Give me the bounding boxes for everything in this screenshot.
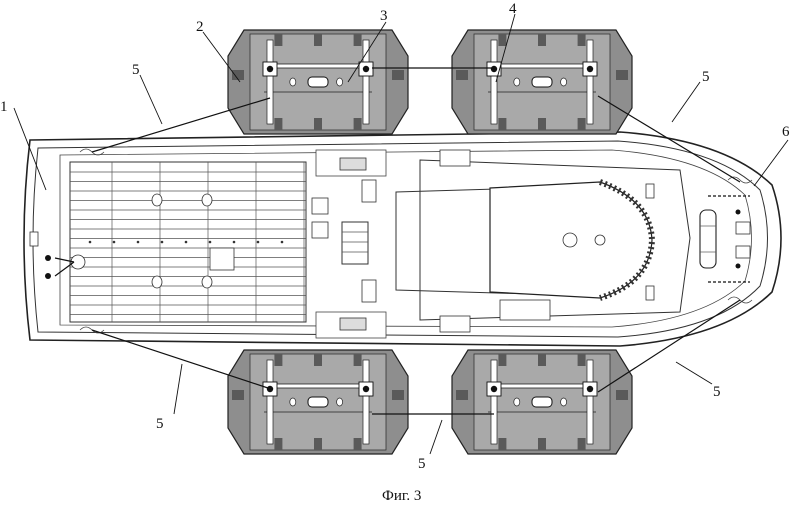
superstructure: [395, 149, 691, 333]
midship-winches: [311, 149, 387, 339]
bow-windlass: [645, 176, 753, 304]
part-labels: 1 2 3 4 5 5 5 5 5 6: [0, 1, 790, 472]
label-5-upper-left: 5: [132, 62, 140, 78]
aft-stern-equipment: [29, 148, 105, 334]
pontoon-lower-left: [227, 349, 409, 455]
pontoons: [227, 29, 633, 455]
label-5-upper-right: 5: [702, 69, 710, 85]
label-5-lower-middle: 5: [418, 456, 426, 472]
label-6: 6: [782, 124, 790, 140]
label-3: 3: [380, 8, 388, 24]
label-5-lower-left: 5: [156, 416, 164, 432]
pontoon-lower-right: [451, 349, 633, 455]
cargo-deck-grid: [69, 161, 307, 323]
label-1: 1: [0, 99, 8, 115]
pontoon-upper-right: [451, 29, 633, 135]
label-2: 2: [196, 19, 204, 35]
pontoon-upper-left: [227, 29, 409, 135]
label-5-lower-right: 5: [713, 384, 721, 400]
label-4: 4: [509, 1, 517, 17]
leader-lines: [13, 13, 789, 455]
mooring-ropes: [91, 67, 741, 415]
figure-caption: Фиг. 3: [382, 488, 421, 504]
